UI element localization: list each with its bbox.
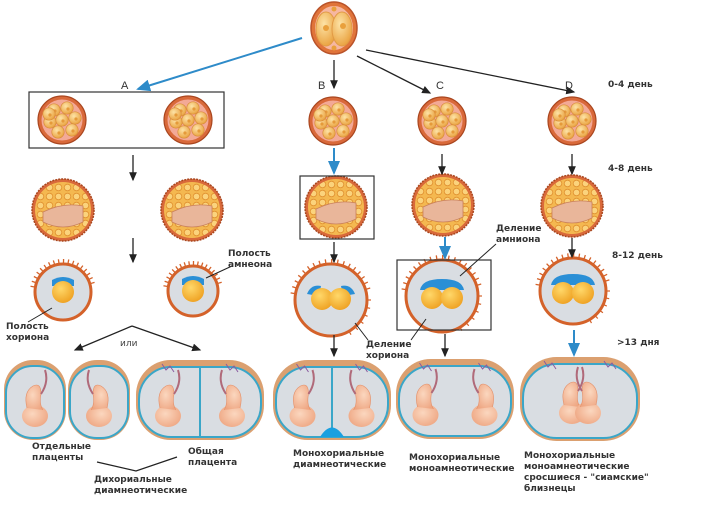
stage-label-0-4: 0-4 день: [608, 80, 653, 90]
morula-d: [547, 96, 597, 146]
outcome-sac-dichorionic-common: [136, 360, 264, 440]
arrow-to-A: [136, 37, 303, 92]
embryo-icon: [289, 369, 316, 427]
pointer-amnion-cavity: [205, 265, 233, 279]
blastocyst-d: [540, 174, 604, 238]
column-label-b: B: [318, 80, 326, 92]
embryo-icon: [86, 369, 112, 427]
embryo-icon: [412, 368, 439, 426]
column-label-a: A: [121, 80, 129, 92]
arrow-to-D: [365, 49, 576, 95]
vesicle-a-left: [30, 258, 95, 322]
outcome-mono-mono: Монохориальные моноамнеотические: [409, 453, 515, 474]
label-amnion-division: Деление амниона: [496, 224, 542, 245]
vesicle-b: [290, 258, 371, 338]
column-label-c: C: [436, 80, 444, 92]
embryo-icon: [575, 366, 601, 424]
or-arrow-right: [131, 325, 202, 352]
morula-b: [308, 96, 358, 146]
blastocyst-a-left: [31, 178, 95, 242]
column-c-vesicle-frame: [396, 259, 492, 331]
outcome-dichorionic: Дихориальные диамнеотические: [94, 475, 188, 496]
embryo-icon: [22, 369, 48, 427]
pointer-chorion-division-b: [354, 322, 369, 341]
morula-a-left: [37, 95, 87, 145]
embryo-icon: [155, 369, 181, 427]
pointer-chorion-division-c: [410, 318, 427, 341]
column-b-blastocyst-frame: [299, 175, 375, 240]
outcome-common-placenta: Общая плацента: [188, 447, 238, 468]
column-a-morula-frame: [28, 91, 225, 149]
embryo-icon: [348, 369, 375, 427]
vesicle-c: [401, 254, 482, 334]
embryo-icon: [219, 369, 245, 427]
zygote-two-cell: [310, 1, 358, 55]
blastocyst-b: [304, 175, 368, 239]
label-amnion-cavity: Полость амнеона: [228, 249, 273, 270]
label-chorion-division: Деление хориона: [366, 340, 412, 361]
embryo-icon: [471, 368, 498, 426]
outcome-mono-di: Монохориальные диамнеотические: [293, 449, 387, 470]
dichorionic-bracket: [96, 456, 178, 472]
arrow-to-C: [356, 55, 432, 94]
stage-label-8-12: 8-12 день: [612, 251, 663, 261]
vesicle-a-right: [163, 260, 222, 318]
stage-label-4-8: 4-8 день: [608, 164, 653, 174]
blastocyst-c: [411, 173, 475, 237]
blastocyst-a-right: [160, 178, 224, 242]
label-chorion-cavity: Полость хориона: [6, 322, 50, 343]
outcome-sac-mono-di: [273, 360, 391, 440]
outcome-separate-placentas: Отдельные плаценты: [32, 442, 91, 463]
vesicle-d: [535, 252, 610, 326]
stage-label-13: >13 дня: [617, 338, 660, 348]
outcome-sac-mono-mono: [396, 359, 514, 439]
morula-c: [417, 96, 467, 146]
morula-a-right: [163, 95, 213, 145]
pointer-amnion-division: [459, 243, 497, 277]
label-or: или: [120, 339, 138, 349]
outcome-sac-conjoined: [520, 357, 640, 441]
or-arrow-left: [73, 325, 133, 351]
outcome-conjoined: Монохориальные моноамнеотические сросшие…: [524, 451, 649, 494]
outcome-sac-dichorionic-separate: [4, 360, 130, 440]
pointer-chorion-cavity: [27, 307, 53, 323]
column-label-d: D: [565, 80, 573, 92]
